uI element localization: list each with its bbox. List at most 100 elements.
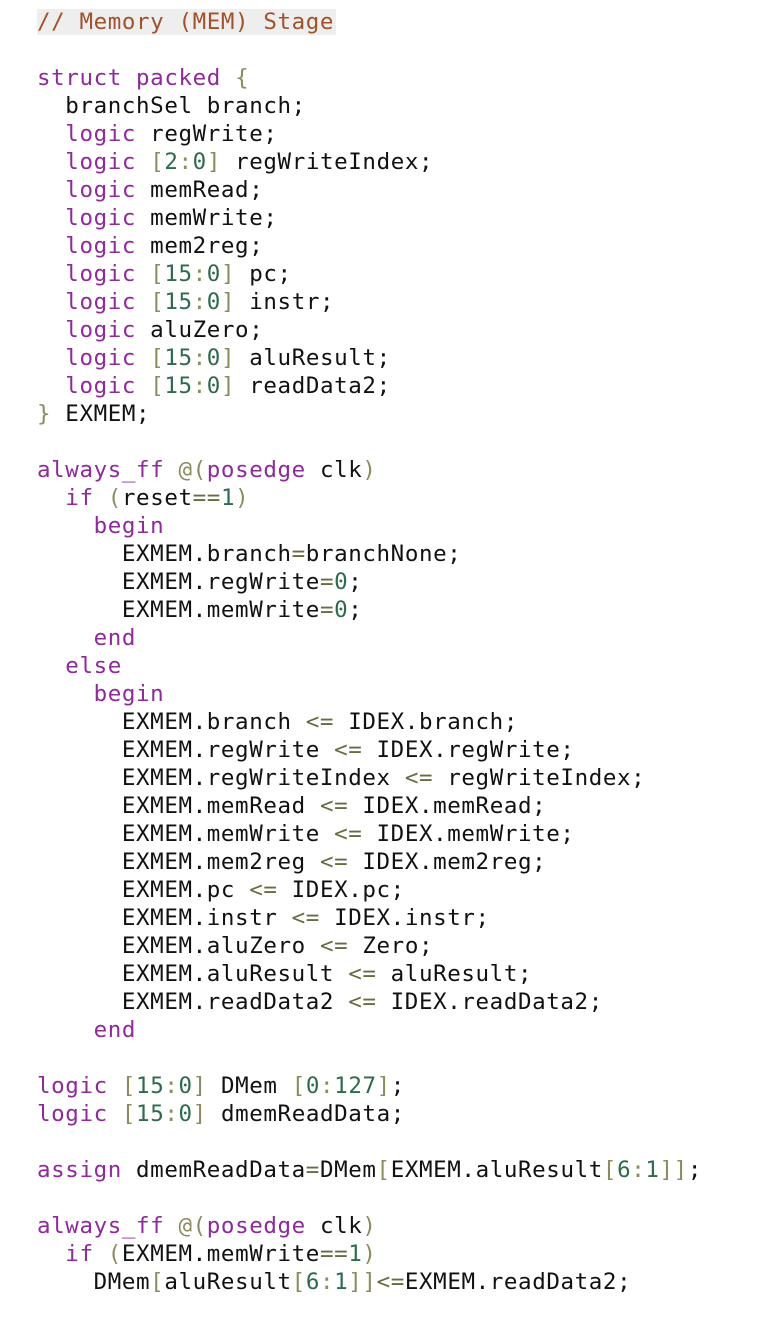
code-bracket: ]	[220, 373, 236, 399]
code-keyword: end	[93, 1017, 137, 1043]
code-number: 15	[164, 261, 193, 287]
code-keyword: end	[93, 625, 137, 651]
code-line: logic memRead;	[37, 176, 752, 204]
code-bracket: [	[291, 1073, 306, 1099]
code-bracket: [	[150, 345, 165, 371]
code-number: 127	[334, 1073, 377, 1099]
code-text	[108, 1101, 122, 1127]
code-line: logic [15:0] DMem [0:127];	[37, 1072, 752, 1100]
code-line: logic aluZero;	[37, 316, 752, 344]
code-line: logic [15:0] pc;	[37, 260, 752, 288]
code-line	[37, 428, 752, 456]
code-bracket: :	[164, 1101, 179, 1127]
code-text: aluResult;	[376, 961, 533, 987]
code-line: EXMEM.pc <= IDEX.pc;	[37, 876, 752, 904]
code-line: end	[37, 624, 752, 652]
code-text: instr;	[235, 289, 335, 315]
code-text: EXMEM.branch	[37, 709, 306, 735]
code-bracket: ]	[206, 149, 221, 175]
code-text: aluZero;	[136, 317, 264, 343]
code-text: EXMEM.memWrite	[37, 821, 335, 847]
code-text	[37, 177, 65, 203]
code-text	[37, 121, 65, 147]
code-number: 1	[334, 1269, 349, 1295]
code-keyword: logic	[37, 1073, 108, 1099]
code-keyword: assign	[37, 1157, 122, 1183]
code-line: logic [15:0] instr;	[37, 288, 752, 316]
code-line: EXMEM.regWriteIndex <= regWriteIndex;	[37, 764, 752, 792]
code-text: regWrite;	[136, 121, 278, 147]
code-text	[136, 289, 150, 315]
code-bracket: [	[121, 1101, 137, 1127]
code-keyword: logic	[65, 345, 137, 371]
code-bracket: (	[107, 1241, 122, 1267]
code-keyword: logic	[65, 121, 137, 147]
code-operator: <=	[319, 793, 349, 819]
code-keyword: posedge	[206, 1213, 306, 1239]
code-text	[37, 233, 65, 259]
code-text	[37, 261, 65, 287]
code-text: EXMEM;	[51, 401, 151, 427]
code-bracket: :	[164, 1073, 179, 1099]
code-line: logic [15:0] readData2;	[37, 372, 752, 400]
code-line: EXMEM.instr <= IDEX.instr;	[37, 904, 752, 932]
code-text: EXMEM.aluResult	[390, 1157, 603, 1183]
code-text: branchNone;	[305, 541, 462, 567]
code-number: 1	[220, 485, 236, 511]
code-text: clk	[305, 457, 363, 483]
code-text: EXMEM.regWrite	[37, 569, 320, 595]
code-keyword: always_ff	[37, 1213, 165, 1239]
code-text	[136, 345, 150, 371]
code-number: 0	[192, 149, 207, 175]
code-line: EXMEM.branch=branchNone;	[37, 540, 752, 568]
code-bracket: @(	[178, 457, 207, 483]
code-line: } EXMEM;	[37, 400, 752, 428]
code-text: reset	[121, 485, 193, 511]
code-operator: <=	[334, 821, 363, 847]
code-operator: <=	[291, 905, 320, 931]
code-text: EXMEM.aluZero	[37, 933, 320, 959]
code-keyword: always_ff	[37, 457, 165, 483]
code-number: 2	[164, 149, 179, 175]
code-text: mem2reg;	[136, 233, 264, 259]
code-operator: =	[319, 569, 335, 595]
code-keyword: logic	[65, 317, 137, 343]
code-text: IDEX.memRead;	[348, 793, 547, 819]
code-text: EXMEM.aluResult	[37, 961, 349, 987]
code-text: ;	[390, 1073, 405, 1099]
code-line: EXMEM.readData2 <= IDEX.readData2;	[37, 988, 752, 1016]
code-keyword: logic	[65, 205, 137, 231]
code-keyword: logic	[65, 261, 137, 287]
code-text: IDEX.instr;	[319, 905, 490, 931]
code-text: IDEX.readData2;	[376, 989, 603, 1015]
code-operator: <=	[319, 849, 349, 875]
code-keyword: begin	[93, 513, 165, 539]
code-text	[37, 653, 65, 679]
code-line: EXMEM.regWrite=0;	[37, 568, 752, 596]
code-text: aluResult	[164, 1269, 292, 1295]
code-bracket: }	[37, 401, 52, 427]
code-bracket: :	[192, 289, 207, 315]
code-text	[37, 1017, 94, 1043]
code-text	[37, 513, 94, 539]
code-keyword: else	[65, 653, 122, 679]
code-text: EXMEM.memRead	[37, 793, 320, 819]
code-text: DMem	[319, 1157, 377, 1183]
code-text	[37, 205, 65, 231]
code-bracket: [	[150, 261, 165, 287]
code-bracket: @(	[178, 1213, 207, 1239]
code-text: IDEX.pc;	[277, 877, 405, 903]
code-bracket: ]]	[659, 1157, 688, 1183]
code-line: EXMEM.regWrite <= IDEX.regWrite;	[37, 736, 752, 764]
code-line: else	[37, 652, 752, 680]
code-text: clk	[305, 1213, 363, 1239]
code-text	[37, 149, 65, 175]
code-bracket: :	[192, 373, 207, 399]
code-text	[221, 65, 235, 91]
code-bracket: :	[320, 1073, 335, 1099]
code-text	[164, 1213, 178, 1239]
code-text: branchSel branch;	[37, 93, 306, 119]
code-number: 1	[645, 1157, 660, 1183]
code-line: always_ff @(posedge clk)	[37, 456, 752, 484]
